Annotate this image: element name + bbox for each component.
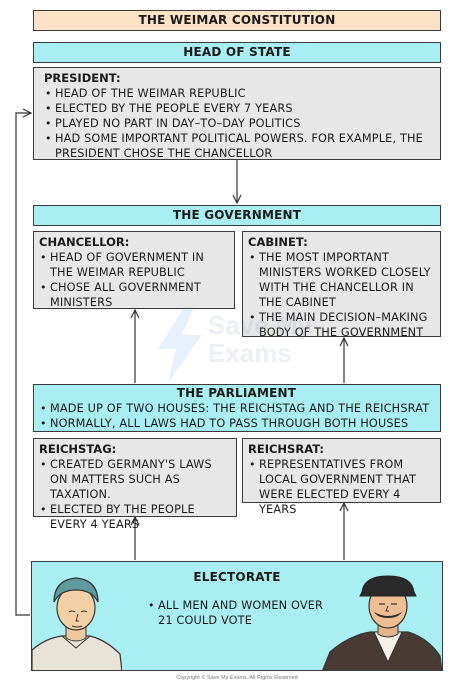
government-label: THE GOVERNMENT <box>172 208 302 222</box>
electorate-points: ALL MEN AND WOMEN OVER 21 COULD VOTE <box>147 598 337 628</box>
reichsrat-points: REPRESENTATIVES FROM LOCAL GOVERNMENT TH… <box>248 457 436 517</box>
president-point: PLAYED NO PART IN DAY–TO–DAY POLITICS <box>44 116 432 131</box>
chancellor-label: CHANCELLOR: <box>39 235 130 249</box>
parliament-points: MADE UP OF TWO HOUSES: THE REICHSTAG AND… <box>39 401 434 431</box>
electorate-box: ELECTORATE ALL MEN AND WOMEN OVER 21 COU… <box>31 561 443 671</box>
reichstag-point: CREATED GERMANY'S LAWS ON MATTERS SUCH A… <box>39 457 232 502</box>
reichsrat-box: REICHSRAT: REPRESENTATIVES FROM LOCAL GO… <box>242 438 441 516</box>
cabinet-label: CABINET: <box>248 235 308 249</box>
president-label: PRESIDENT: <box>44 71 121 85</box>
parliament-header: THE PARLIAMENT <box>176 386 297 400</box>
parliament-point: MADE UP OF TWO HOUSES: THE REICHSTAG AND… <box>39 401 434 416</box>
reichstag-points: CREATED GERMANY'S LAWS ON MATTERS SUCH A… <box>39 457 232 532</box>
chancellor-points: HEAD OF GOVERNMENT IN THE WEIMAR REPUBLI… <box>39 250 230 310</box>
president-box: PRESIDENT: HEAD OF THE WEIMAR REPUBLIC E… <box>33 67 441 160</box>
electorate-point: ALL MEN AND WOMEN OVER 21 COULD VOTE <box>147 598 337 628</box>
president-point: HAD SOME IMPORTANT POLITICAL POWERS. FOR… <box>44 131 432 161</box>
reichsrat-label: REICHSRAT: <box>248 442 325 456</box>
head-of-state-label: HEAD OF STATE <box>183 45 291 59</box>
government-header: THE GOVERNMENT <box>33 205 441 226</box>
president-points: HEAD OF THE WEIMAR REPUBLIC ELECTED BY T… <box>44 86 432 161</box>
head-of-state-header: HEAD OF STATE <box>33 42 441 63</box>
reichstag-label: REICHSTAG: <box>39 442 117 456</box>
parliament-box: THE PARLIAMENT MADE UP OF TWO HOUSES: TH… <box>33 384 441 432</box>
arrow-electorate-to-president <box>15 113 31 616</box>
electorate-header: ELECTORATE <box>193 570 281 584</box>
title-banner: THE WEIMAR CONSTITUTION <box>33 10 441 31</box>
diagram-title: THE WEIMAR CONSTITUTION <box>138 13 336 27</box>
parliament-point: NORMALLY, ALL LAWS HAD TO PASS THROUGH B… <box>39 416 434 431</box>
cabinet-point: THE MOST IMPORTANT MINISTERS WORKED CLOS… <box>248 250 436 310</box>
man-voter-illustration <box>322 575 442 670</box>
cabinet-point: THE MAIN DECISION–MAKING BODY OF THE GOV… <box>248 310 436 340</box>
president-point: HEAD OF THE WEIMAR REPUBLIC <box>44 86 432 101</box>
reichstag-point: ELECTED BY THE PEOPLE EVERY 4 YEARS <box>39 502 232 532</box>
woman-voter-illustration <box>32 577 122 670</box>
cabinet-box: CABINET: THE MOST IMPORTANT MINISTERS WO… <box>242 231 441 340</box>
copyright-notice: Copyright © Save My Exams. All Rights Re… <box>176 675 298 681</box>
reichsrat-point: REPRESENTATIVES FROM LOCAL GOVERNMENT TH… <box>248 457 436 517</box>
cabinet-points: THE MOST IMPORTANT MINISTERS WORKED CLOS… <box>248 250 436 340</box>
chancellor-point: HEAD OF GOVERNMENT IN THE WEIMAR REPUBLI… <box>39 250 230 280</box>
chancellor-box: CHANCELLOR: HEAD OF GOVERNMENT IN THE WE… <box>33 231 235 309</box>
chancellor-point: CHOSE ALL GOVERNMENT MINISTERS <box>39 280 230 310</box>
reichstag-box: REICHSTAG: CREATED GERMANY'S LAWS ON MAT… <box>33 438 237 531</box>
president-point: ELECTED BY THE PEOPLE EVERY 7 YEARS <box>44 101 432 116</box>
